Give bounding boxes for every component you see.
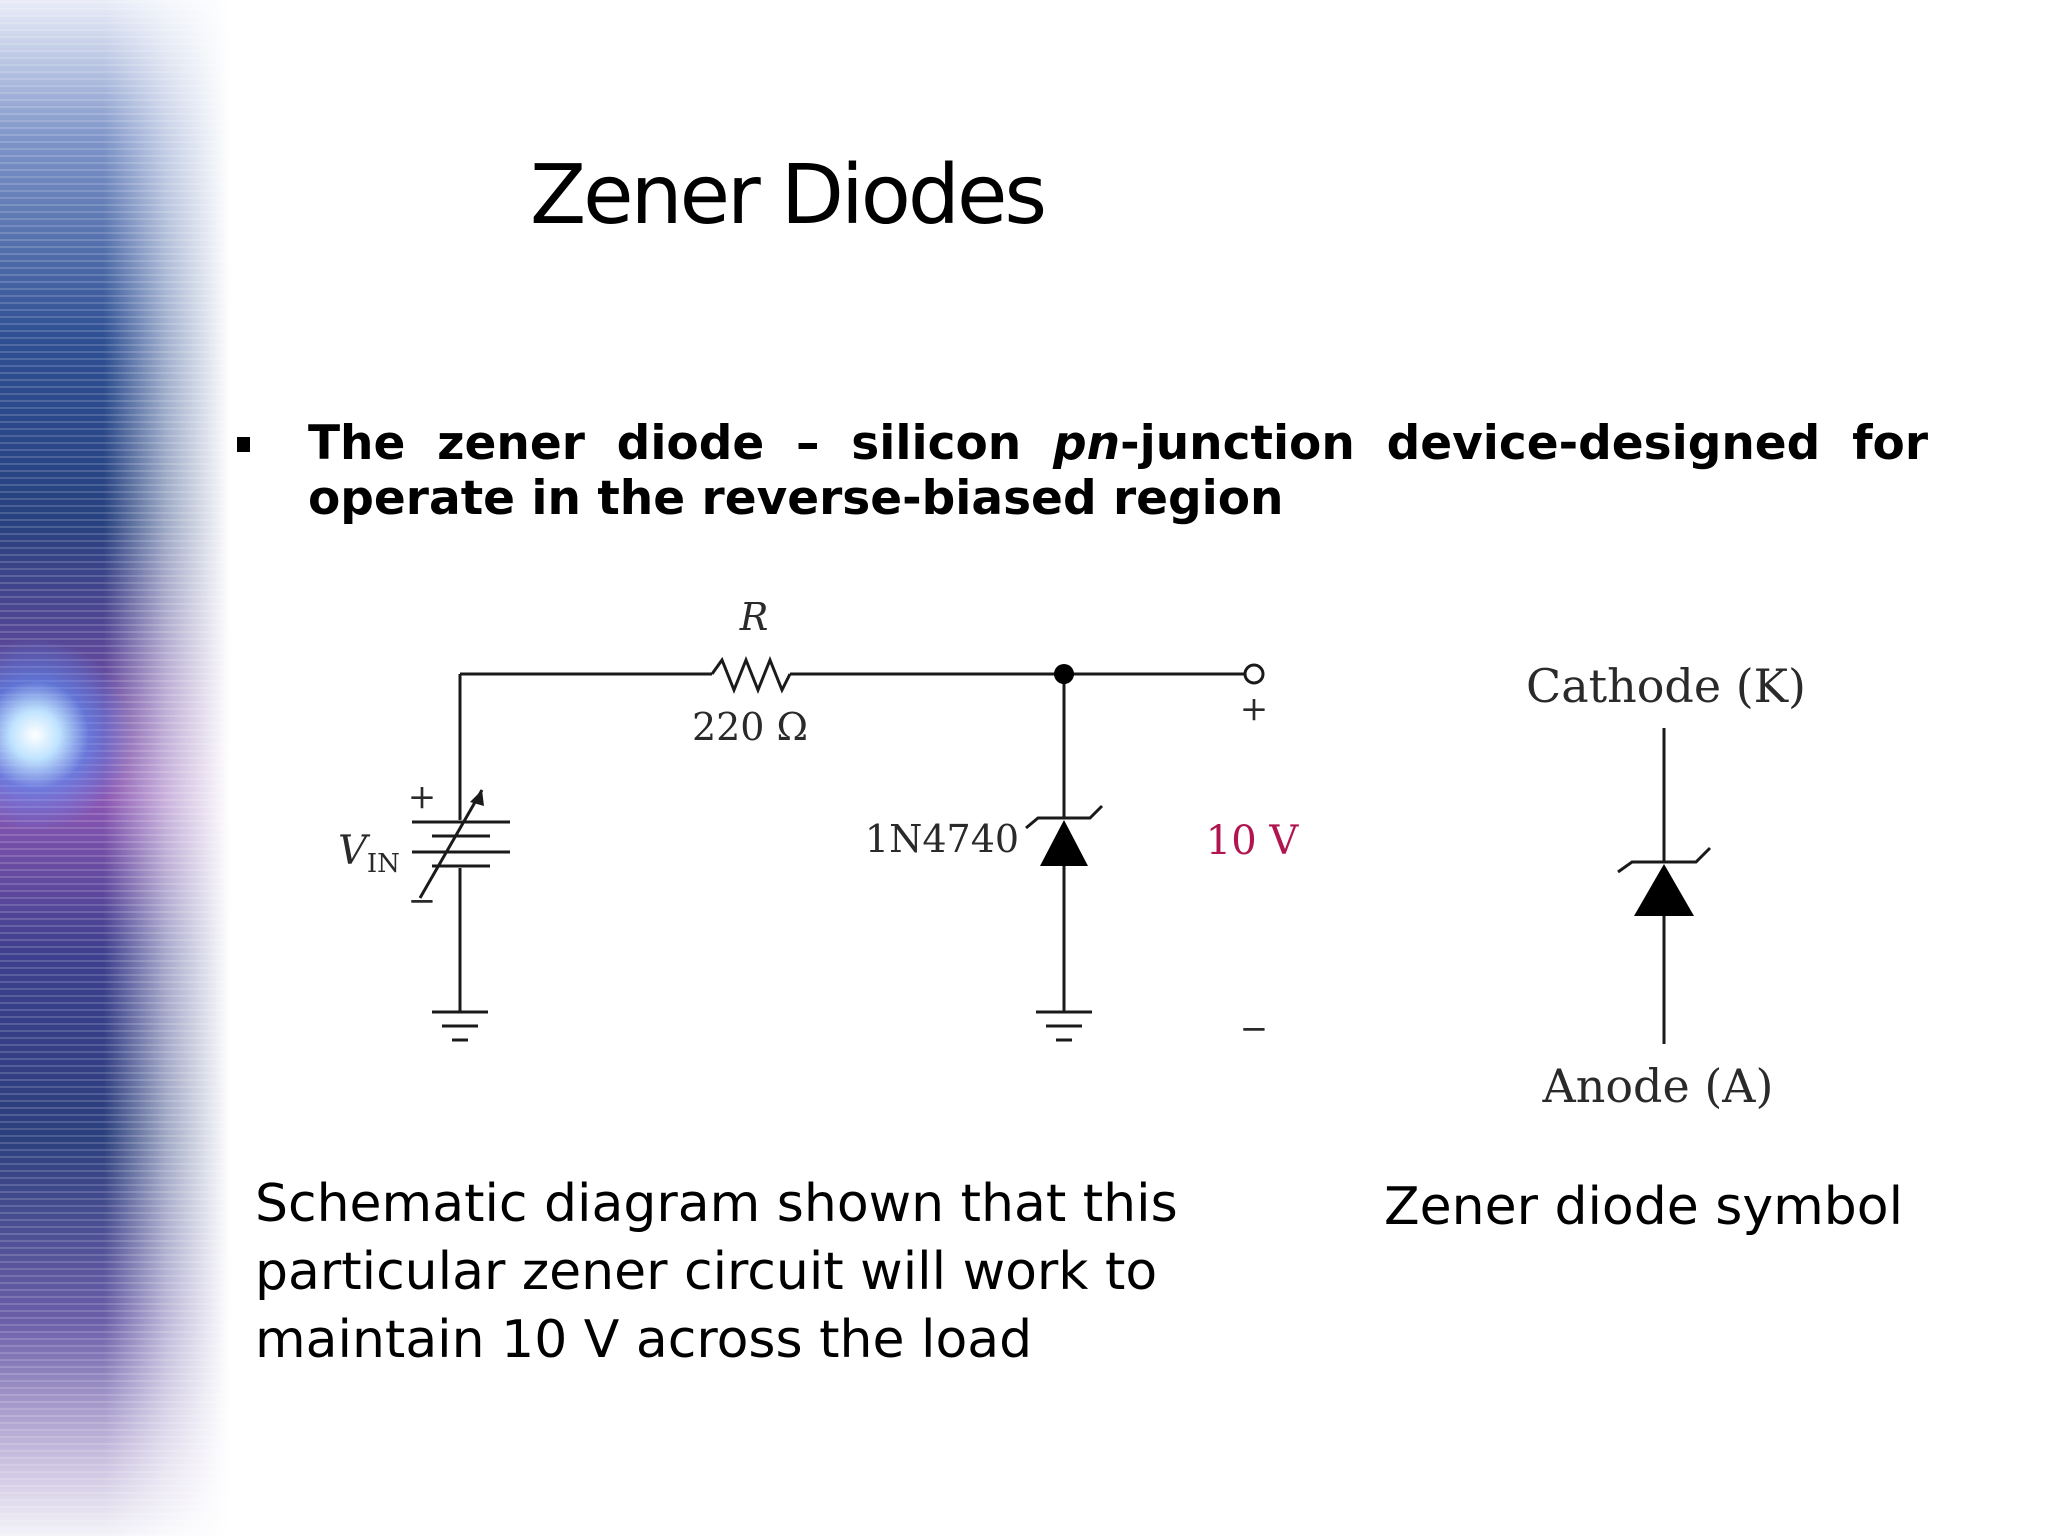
diode-part-label: 1N4740	[865, 817, 1019, 861]
bullet-square-icon	[237, 437, 250, 452]
slide-title: Zener Diodes	[530, 148, 1047, 243]
resistor-value-label: 220 Ω	[692, 705, 808, 749]
source-label-main: V	[338, 828, 371, 874]
output-minus-sign: −	[1240, 1009, 1269, 1049]
schematic-caption: Schematic diagram shown that this partic…	[255, 1174, 1178, 1370]
bullet-text-part2: -junction device-designed for operate in…	[308, 416, 1928, 526]
output-voltage-label: 10 V	[1206, 818, 1300, 864]
cathode-label: Cathode (K)	[1526, 659, 1806, 713]
output-terminal	[1243, 663, 1265, 685]
source-plus-sign: +	[408, 777, 437, 817]
source-minus-sign: −	[408, 881, 437, 921]
circuit-board-decoration	[0, 0, 230, 1536]
bullet-text-italic: pn	[1052, 416, 1121, 471]
schematic-wires	[412, 655, 1712, 1044]
bullet-point: The zener diode – silicon pn-junction de…	[308, 416, 1928, 526]
resistor-symbol	[710, 655, 792, 695]
zener-symbol-icon	[1634, 864, 1694, 916]
anode-label: Anode (A)	[1542, 1059, 1774, 1113]
bullet-text-part1: The zener diode – silicon	[308, 416, 1053, 471]
output-plus-sign: +	[1240, 689, 1269, 729]
symbol-caption: Zener diode symbol	[1384, 1177, 1904, 1237]
zener-diode-icon	[1040, 820, 1088, 866]
source-label-sub: IN	[367, 849, 400, 879]
resistor-name-label: R	[739, 595, 769, 639]
battery-arrow-head-icon	[470, 790, 484, 806]
source-label: VIN	[338, 828, 400, 879]
junction-dot	[1054, 664, 1074, 684]
